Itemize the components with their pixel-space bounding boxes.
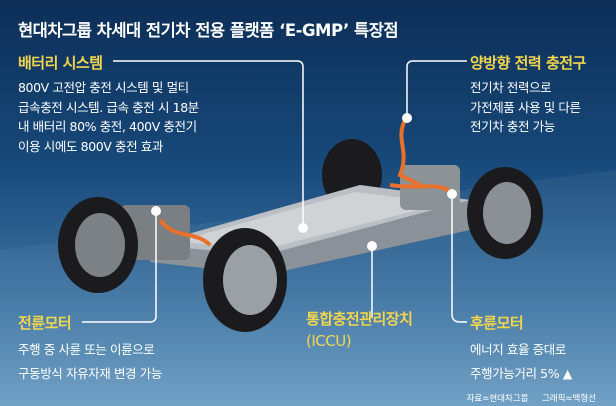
text-line: 전기차 충전 가능 xyxy=(470,119,555,134)
text-line: 급속충전 시스템. 급속 충전 시 18분 xyxy=(18,99,199,115)
iccu-subheading: (ICCU) xyxy=(306,332,352,350)
battery-description: 800V 고전압 충전 시스템 및 멀티 급속충전 시스템. 급속 충전 시 1… xyxy=(18,78,199,156)
graphic-credit: 그래픽=백형선 xyxy=(541,394,596,404)
text-line: 가전제품 사용 및 다른 xyxy=(470,99,581,115)
page-title: 현대차그룹 차세대 전기차 전용 플랫폼 ‘E-GMP’ 특장점 xyxy=(18,21,399,40)
v2l-heading: 양방향 전력 충전구 xyxy=(470,54,586,72)
front-motor-heading: 전륜모터 xyxy=(18,314,72,332)
iccu-heading: 통합충전관리장치 xyxy=(306,310,413,328)
rear-motor-heading: 후륜모터 xyxy=(470,314,524,332)
text-line: 주행가능거리 5% ▲ xyxy=(470,366,572,381)
battery-heading: 배터리 시스템 xyxy=(18,54,103,72)
text-line: 에너지 효율 증대로 xyxy=(470,342,566,357)
text-line: 구동방식 자유자재 변경 가능 xyxy=(18,366,162,381)
front-motor-description: 주행 중 사륜 또는 이륜으로 구동방식 자유자재 변경 가능 xyxy=(18,338,162,386)
text-line: 주행 중 사륜 또는 이륜으로 xyxy=(18,342,155,357)
rear-motor-description: 에너지 효율 증대로 주행가능거리 5% ▲ xyxy=(470,338,572,386)
credits: 자료=현대차그룹 그래픽=백형선 xyxy=(467,392,596,404)
v2l-description: 전기차 전력으로 가전제품 사용 및 다른 전기차 충전 가능 xyxy=(470,78,581,137)
text-line: 이용 시에도 800V 충전 효과 xyxy=(18,138,164,154)
text-line: 전기차 전력으로 xyxy=(470,80,552,95)
text-line: 내 배터리 80% 충전, 400V 충전기 xyxy=(18,119,197,134)
text-line: 800V 고전압 충전 시스템 및 멀티 xyxy=(18,80,189,95)
source-credit: 자료=현대차그룹 xyxy=(466,394,529,404)
leader-lines xyxy=(82,60,467,323)
